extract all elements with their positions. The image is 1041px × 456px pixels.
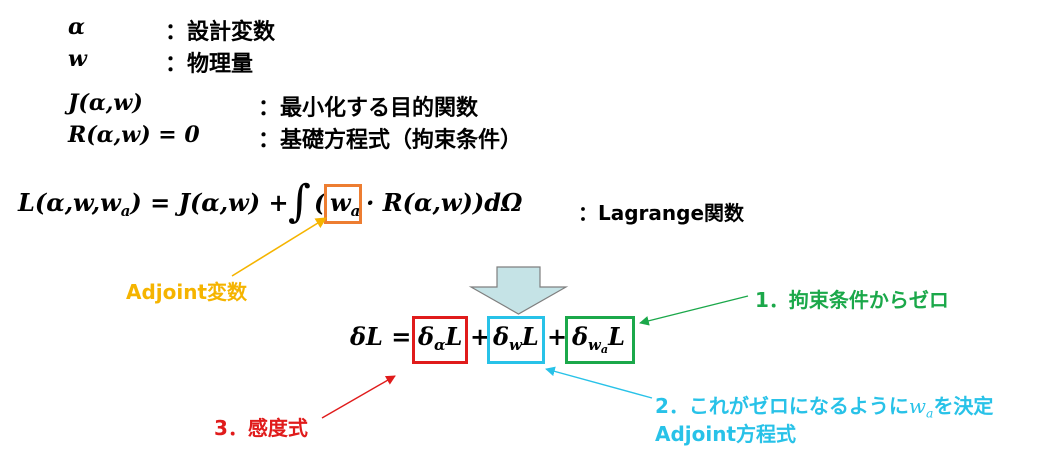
term-delta-wa: δwaL	[572, 322, 625, 356]
t2-delta: δ	[493, 322, 510, 351]
plus-2: +	[547, 322, 568, 351]
plus-1: +	[470, 322, 491, 351]
def-R-label: ：基礎方程式（拘束条件）	[258, 128, 523, 153]
lagrange-lhs-sub: a	[120, 202, 131, 221]
constraint-arrow	[639, 295, 749, 326]
annotation-sensitivity: 3．感度式	[214, 416, 308, 440]
integral-sign: ∫	[288, 176, 311, 227]
lagrange-wa: wa	[330, 188, 360, 220]
t1-sub: α	[434, 336, 446, 355]
adjoint-variable-box	[324, 184, 362, 224]
def-w-symbol: w	[68, 46, 87, 72]
def-J-symbol: J(α,w)	[68, 90, 143, 116]
a2-w: w	[908, 394, 927, 418]
annotation-adjoint-line2: Adjoint方程式	[655, 422, 797, 446]
adjoint-equation-arrow	[545, 366, 653, 399]
t3-delta: δ	[572, 322, 589, 351]
t1-L: L	[445, 322, 463, 351]
a2-wsub: a	[926, 405, 934, 421]
annotation-adjoint-line1: 2．これがゼロになるようにwaを決定	[655, 390, 993, 420]
lagrange-rhs: ) = J(α,w) +	[130, 188, 289, 217]
adjoint-variable-label: Adjoint変数	[126, 280, 248, 304]
t3-sub: w	[588, 336, 601, 355]
t3-subsub: a	[600, 342, 609, 356]
constraint-term-box	[565, 316, 635, 364]
t2-sub: w	[509, 336, 522, 355]
sensitivity-arrow	[321, 375, 396, 419]
wa-sub: a	[350, 202, 361, 221]
t3-L: L	[608, 322, 625, 351]
adjoint-term-box	[487, 316, 545, 364]
a2-post: を決定	[933, 394, 994, 418]
lagrange-open-paren: (	[314, 188, 326, 217]
def-R-symbol: R(α,w) = 0	[68, 122, 200, 148]
adjoint-variable-arrow	[231, 217, 327, 277]
def-J-label: ：最小化する目的関数	[258, 96, 479, 121]
annotation-constraint-zero: 1．拘束条件からゼロ	[755, 288, 949, 312]
term-delta-w: δwL	[493, 322, 539, 354]
def-w-label: ：物理量	[165, 52, 254, 77]
term-delta-alpha: δαL	[418, 322, 462, 354]
lagrange-lhs: L(α,w,w	[18, 188, 121, 217]
lagrange-equation: L(α,w,wa) = J(α,w) +	[18, 188, 289, 220]
t2-L: L	[521, 322, 539, 351]
def-alpha-symbol: α	[68, 14, 85, 40]
a2-pre: 2．これがゼロになるように	[655, 394, 909, 418]
wa-w: w	[330, 188, 351, 217]
t1-delta: δ	[418, 322, 435, 351]
down-arrow	[468, 266, 569, 315]
def-alpha-label: ：設計変数	[165, 20, 276, 45]
lagrange-label: ：Lagrange関数	[578, 201, 745, 225]
lagrange-rest: · R(α,w))dΩ	[366, 188, 523, 217]
sensitivity-term-box	[412, 316, 468, 364]
variation-lhs: δL =	[350, 322, 412, 351]
